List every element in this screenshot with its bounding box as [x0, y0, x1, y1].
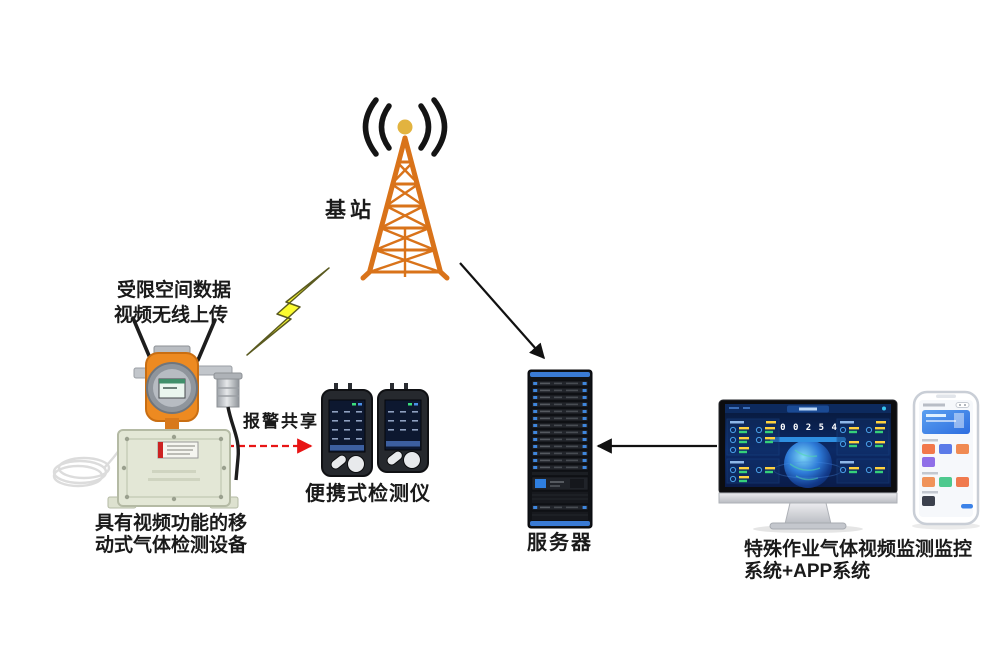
- button-round: [347, 455, 365, 473]
- left-antenna: [131, 316, 152, 360]
- monitor-stand: [784, 502, 832, 525]
- sensor-cap: [213, 372, 243, 380]
- portable-detector-1: [321, 383, 373, 477]
- detector-neck: [165, 418, 179, 432]
- alarm-share-label: 报警共享: [243, 412, 319, 431]
- server-label: 服务器: [527, 532, 593, 554]
- button-pill: [330, 454, 347, 470]
- counter-bar: [770, 437, 846, 442]
- button-pill: [386, 450, 403, 466]
- monitoring-system-label-line2: 系统+APP系统: [744, 561, 871, 582]
- radio-waves-icon: [362, 97, 448, 157]
- enclosure-emboss2: [148, 478, 200, 481]
- base-station-label: 基站: [325, 199, 375, 222]
- portable-detector-label: 便携式检测仪: [305, 483, 431, 505]
- right-antenna: [196, 318, 217, 362]
- server-rack: [527, 369, 593, 529]
- name-plate-stripe: [158, 442, 163, 458]
- lcd-header: [159, 379, 185, 384]
- detector-enclosure: [117, 429, 231, 507]
- sensor-cylinder: [216, 378, 240, 408]
- detector-screen: [328, 399, 366, 453]
- screen-toolbar: [386, 441, 420, 447]
- sensor-cable: [226, 406, 241, 481]
- dashboard-counter: 0 0 2 5 4: [780, 423, 838, 433]
- enclosure-emboss: [152, 470, 196, 473]
- wireless-upload-label-line2: 视频无线上传: [114, 305, 229, 326]
- reading-grid: [388, 411, 418, 431]
- cell-tower-icon: [360, 97, 450, 281]
- monitor-base: [769, 522, 847, 530]
- arrow-tower-to-server: [459, 262, 546, 360]
- panel-right-top: [836, 418, 890, 456]
- app-tiles: [922, 444, 973, 509]
- portable-detector-2: [377, 383, 429, 473]
- desktop-monitor: [718, 399, 898, 533]
- lcd-reading: [163, 387, 177, 389]
- button-round: [403, 451, 421, 469]
- server-bottom-glow: [530, 521, 590, 526]
- panel-left-bottom: [726, 458, 780, 484]
- wireless-upload-label-line1: 受限空间数据: [117, 280, 232, 301]
- server-mesh-unit: [532, 492, 588, 503]
- monitor-chin: [718, 492, 898, 504]
- mobile-detector-label-line2: 动式气体检测设备: [95, 535, 248, 556]
- screen-toolbar: [330, 445, 364, 451]
- tower-beacon: [397, 119, 413, 135]
- dashboard-screen: [725, 404, 891, 488]
- reading-grid: [332, 411, 362, 440]
- phone-notch: [936, 394, 956, 398]
- panel-right-bottom: [836, 458, 890, 484]
- panel-left-top: [726, 418, 780, 456]
- coiled-cable: [52, 445, 123, 488]
- gas-detector-device: [52, 316, 243, 509]
- monitoring-system-label-line1: 特殊作业气体视频监测监控: [744, 539, 973, 560]
- app-screen: [919, 400, 973, 517]
- smartphone: [912, 390, 980, 530]
- enclosure-screws: [121, 434, 227, 502]
- server-top-glow: [530, 372, 590, 377]
- lightning-bolt-icon: [246, 267, 330, 356]
- mobile-detector-label-line1: 具有视频功能的移: [95, 513, 248, 534]
